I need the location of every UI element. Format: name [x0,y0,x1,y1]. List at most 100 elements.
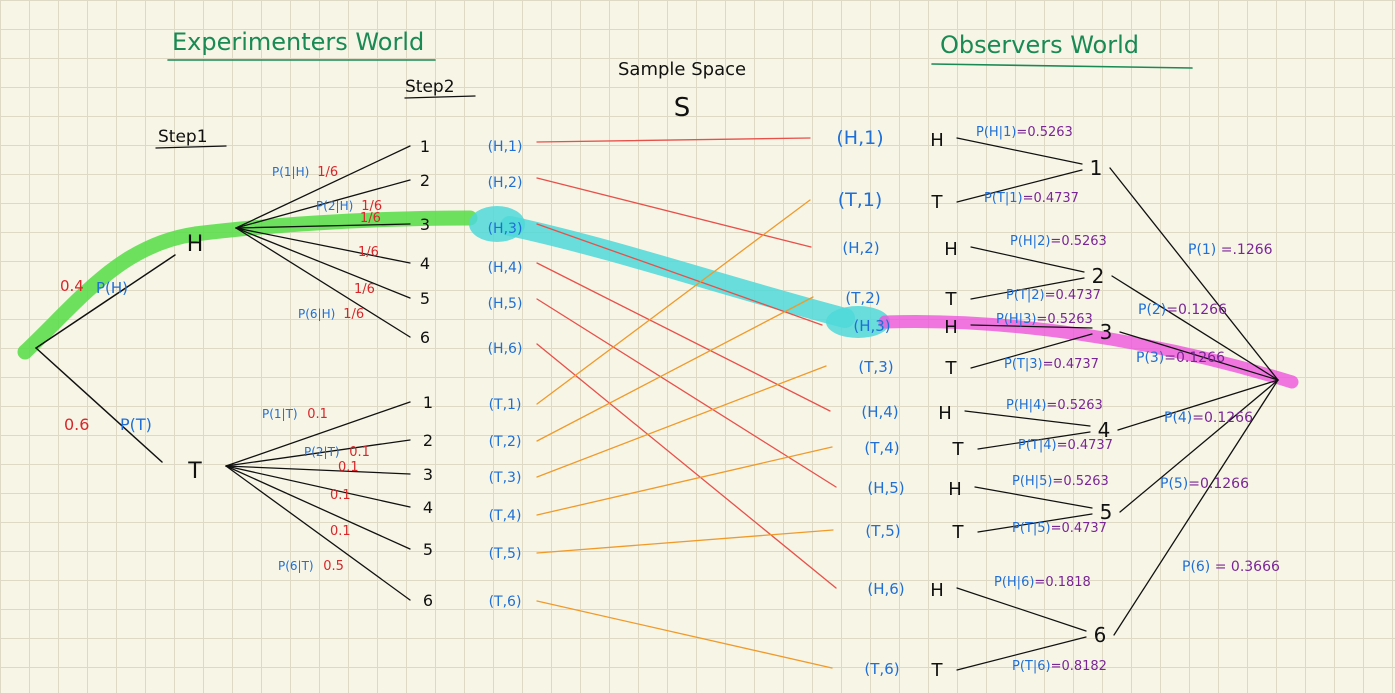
t-branch-3: 30.1 [225,460,433,484]
observer-die-5: 5 [974,486,1112,533]
h-branch-5: 51/6 [235,227,430,308]
h-cond-prob-value: 1/6 [343,307,364,322]
h-die-label: 4 [420,254,430,273]
t-cond-prob-value: 0.1 [338,460,359,475]
sample-outcome-6: (H,6) [488,341,523,357]
posterior-h-line [956,587,1087,632]
observer-outcome-label: (H,6) [867,580,904,598]
t-branch-6: 6 P(6|T) 0.5 [225,465,433,610]
sample-outcome-8: (T,2) [489,434,522,450]
p-5-marginal: P(5)=0.1266 [1160,476,1249,492]
link-H5 [536,298,837,488]
t-die-label: 5 [423,540,433,559]
t-cond-prob-label: P(2|T) [304,445,340,459]
h-die-label: 3 [420,215,430,234]
observers-world-underline [931,63,1193,69]
h-die-label: 2 [420,171,430,190]
h-cond-prob-value: 1/6 [317,165,338,180]
pt3-posterior: P(T|3)=0.4737 [1004,357,1099,372]
t-die-label: 3 [423,465,433,484]
step1-label: Step1 [158,127,208,147]
t-branch-line [225,465,411,550]
observer-coin-label: H [930,580,944,601]
p-h-value: 0.4 [60,277,84,295]
pt1-posterior: P(T|1)=0.4737 [984,191,1079,206]
posterior-h-line [974,486,1093,509]
observer-posteriors: 123456P(H|1)=0.5263P(T|1)=0.4737P(H|2)=0… [956,125,1113,674]
outcome-links [536,137,837,669]
h-cond-prob-value: 1/6 [354,282,375,297]
marginal-line-1 [1109,167,1279,381]
link-T4 [536,446,833,516]
h-branch-3: 3 1/6 [235,211,430,234]
h-branch-4: 4 1/6 [235,227,430,273]
observer-outcome-4: (T,2)T [845,289,957,310]
sample-outcome-11: (T,5) [489,546,522,562]
sample-space-column: (H,1)(H,2)(H,3)(H,4)(H,5)(H,6)(T,1)(T,2)… [488,139,523,610]
t-cond-prob-label: P(1|T) [262,407,298,421]
observer-outcome-5: (H,3)H [853,317,957,338]
observer-coin-label: T [945,358,958,379]
h-branch-1: 1P(1|H)1/6 [235,137,430,229]
posterior-text: P(H|6)=0.1818 [994,575,1091,590]
t-cond-prob-value: 0.5 [323,559,344,574]
p-3-marginal: P(3)=0.1266 [1136,350,1225,366]
observer-die-label: 6 [1094,623,1107,647]
p-6-marginal: P(6) = 0.3666 [1182,559,1280,575]
observer-coin-label: T [952,439,965,460]
posterior-text: P(H|1)=0.5263 [976,125,1073,140]
h-node: H [187,232,204,257]
t-branch-line [225,439,411,467]
sample-outcome-1: (H,1) [488,139,523,155]
highlight-layer [17,206,1299,389]
observer-outcome-label: (T,4) [864,439,899,457]
observer-coin-label: H [930,130,944,151]
observers-world-title: Observers World [940,31,1139,59]
observer-outcome-label: (H,5) [867,479,904,497]
ph4-posterior: P(H|4)=0.5263 [1006,398,1103,413]
observer-outcome-10: (T,5)T [865,522,964,543]
p-t-label: P(T) [120,415,152,434]
sample-space-symbol: S [674,93,691,123]
observer-outcome-3: (H,2)H [842,239,957,260]
t-cond-prob-value: 0.1 [330,488,351,503]
t-branch-line [225,465,411,475]
tree-t-node: T [187,459,202,484]
posterior-t-line [956,169,1083,203]
t-cond-prob-value: 0.1 [349,445,370,460]
t-cond-prob-value: 0.1 [330,524,351,539]
h-die-label: 6 [420,328,430,347]
t-branch-line [225,465,411,601]
t-cond-prob-label: P(6|T) [278,559,314,573]
observer-outcome-12: (T,6)T [864,660,943,681]
t-die-label: 6 [423,591,433,610]
posterior-text: P(H|4)=0.5263 [1006,398,1103,413]
t-cond-prob-value: 0.1 [307,407,328,422]
posterior-h-line [970,246,1085,273]
observer-outcome-label: (T,6) [864,660,899,678]
observer-outcome-7: (H,4)H [861,403,951,424]
t-die-label: 1 [423,393,433,412]
p-t-value: 0.6 [64,415,89,434]
h-cond-prob-value: 1/6 [358,245,379,260]
h-cond-prob-value: 1/6 [360,211,381,226]
marginal-line-6 [1113,379,1279,636]
link-T3 [536,365,827,478]
t-die-label: 2 [423,431,433,450]
posterior-h-line [956,137,1083,165]
observer-die-4: 4 [964,410,1110,450]
h-die-label: 1 [420,137,430,156]
link-H6 [536,343,837,589]
ph1-posterior: P(H|1)=0.5263 [976,125,1073,140]
link-T6 [536,600,833,669]
observer-outcome-9: (H,5)H [867,479,961,500]
step2-underline [404,95,476,99]
t-branch-5: 50.1 [225,465,433,559]
posterior-t-line [977,431,1091,450]
posterior-h-line [970,324,1093,329]
observer-coin-label: T [952,522,965,543]
observer-outcome-11: (H,6) H [867,580,943,601]
p-4-marginal: P(4)=0.1266 [1164,410,1253,426]
